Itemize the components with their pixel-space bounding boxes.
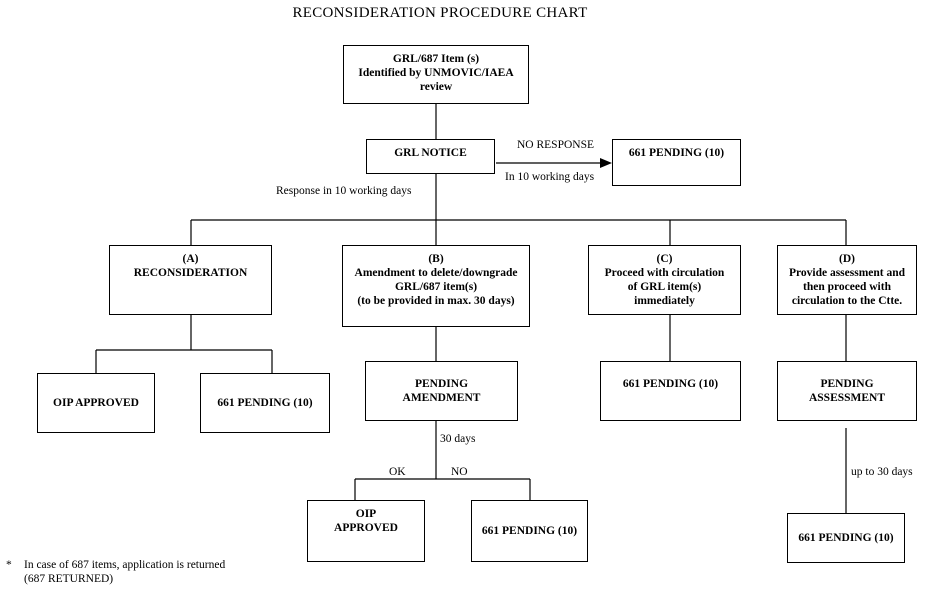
arrowhead-icon xyxy=(600,158,612,168)
pending-a-box: 661 PENDING (10) xyxy=(200,373,330,433)
option-b-line: (to be provided in max. 30 days) xyxy=(357,295,515,307)
grl-notice-label: GRL NOTICE xyxy=(394,147,467,159)
option-c-line: immediately xyxy=(634,295,695,307)
pending-b-box: 661 PENDING (10) xyxy=(471,500,588,562)
option-d-box: (D) Provide assessment and then proceed … xyxy=(777,245,917,315)
pending-a-label: 661 PENDING (10) xyxy=(217,397,313,409)
option-a-box: (A) RECONSIDERATION xyxy=(109,245,272,315)
option-c-line: Proceed with circulation xyxy=(604,267,725,279)
pending-amendment-line: AMENDMENT xyxy=(402,392,481,404)
option-a-line: (A) xyxy=(182,253,199,265)
chart-title: RECONSIDERATION PROCEDURE CHART xyxy=(292,5,588,21)
oip-approved-b-line: OIP xyxy=(355,508,377,520)
option-b-line: Amendment to delete/downgrade xyxy=(354,267,518,279)
footnote: * In case of 687 items, application is re… xyxy=(6,558,225,586)
option-b-box: (B) Amendment to delete/downgrade GRL/68… xyxy=(342,245,530,327)
grl-item-line: GRL/687 Item (s) xyxy=(392,53,480,65)
footnote-line-2: (687 RETURNED) xyxy=(24,573,114,585)
oip-approved-a-box: OIP APPROVED xyxy=(37,373,155,433)
pending-b-label: 661 PENDING (10) xyxy=(481,525,578,537)
grl-notice-box: GRL NOTICE xyxy=(366,139,495,174)
pending-d-box: 661 PENDING (10) xyxy=(787,513,905,563)
pending-amendment-line: PENDING xyxy=(414,378,469,390)
option-b-line: (B) xyxy=(428,253,444,265)
response-10-days-label: Response in 10 working days xyxy=(276,185,412,197)
oip-approved-b-line: APPROVED xyxy=(334,522,398,534)
in-10-working-days-label: In 10 working days xyxy=(505,171,595,183)
pending-c-box: 661 PENDING (10) xyxy=(600,361,741,421)
grl-item-line: Identified by UNMOVIC/IAEA xyxy=(358,67,514,79)
oip-approved-b-box: OIP APPROVED xyxy=(307,500,425,562)
no-response-label: NO RESPONSE xyxy=(517,139,595,151)
pending-c-label: 661 PENDING (10) xyxy=(622,378,719,390)
option-c-line: (C) xyxy=(656,253,673,265)
pending-d-label: 661 PENDING (10) xyxy=(798,532,894,544)
pending-top-box: 661 PENDING (10) xyxy=(612,139,741,186)
up-to-30-days-label: up to 30 days xyxy=(851,466,913,478)
footnote-line-1: In case of 687 items, application is ret… xyxy=(24,559,226,571)
option-c-box: (C) Proceed with circulation of GRL item… xyxy=(588,245,741,315)
pending-assessment-line: ASSESSMENT xyxy=(808,392,886,404)
option-d-line: then proceed with xyxy=(803,281,891,293)
grl-item-line: review xyxy=(419,81,453,93)
option-a-line: RECONSIDERATION xyxy=(133,267,248,279)
thirty-days-label: 30 days xyxy=(440,433,476,445)
pending-assessment-line: PENDING xyxy=(820,378,874,390)
option-b-line: GRL/687 item(s) xyxy=(394,281,478,293)
footnote-asterisk: * xyxy=(6,559,12,571)
option-c-line: of GRL item(s) xyxy=(627,281,702,293)
option-d-line: (D) xyxy=(839,253,855,265)
option-d-line: circulation to the Ctte. xyxy=(791,295,903,307)
pending-assessment-box: PENDING ASSESSMENT xyxy=(777,361,917,421)
grl-item-box: GRL/687 Item (s) Identified by UNMOVIC/I… xyxy=(343,45,529,104)
option-d-line: Provide assessment and xyxy=(788,267,906,279)
oip-approved-a-label: OIP APPROVED xyxy=(53,397,139,409)
pending-amendment-box: PENDING AMENDMENT xyxy=(365,361,518,421)
ok-label: OK xyxy=(389,466,406,478)
no-label: NO xyxy=(451,466,468,478)
pending-top-label: 661 PENDING (10) xyxy=(628,147,725,159)
